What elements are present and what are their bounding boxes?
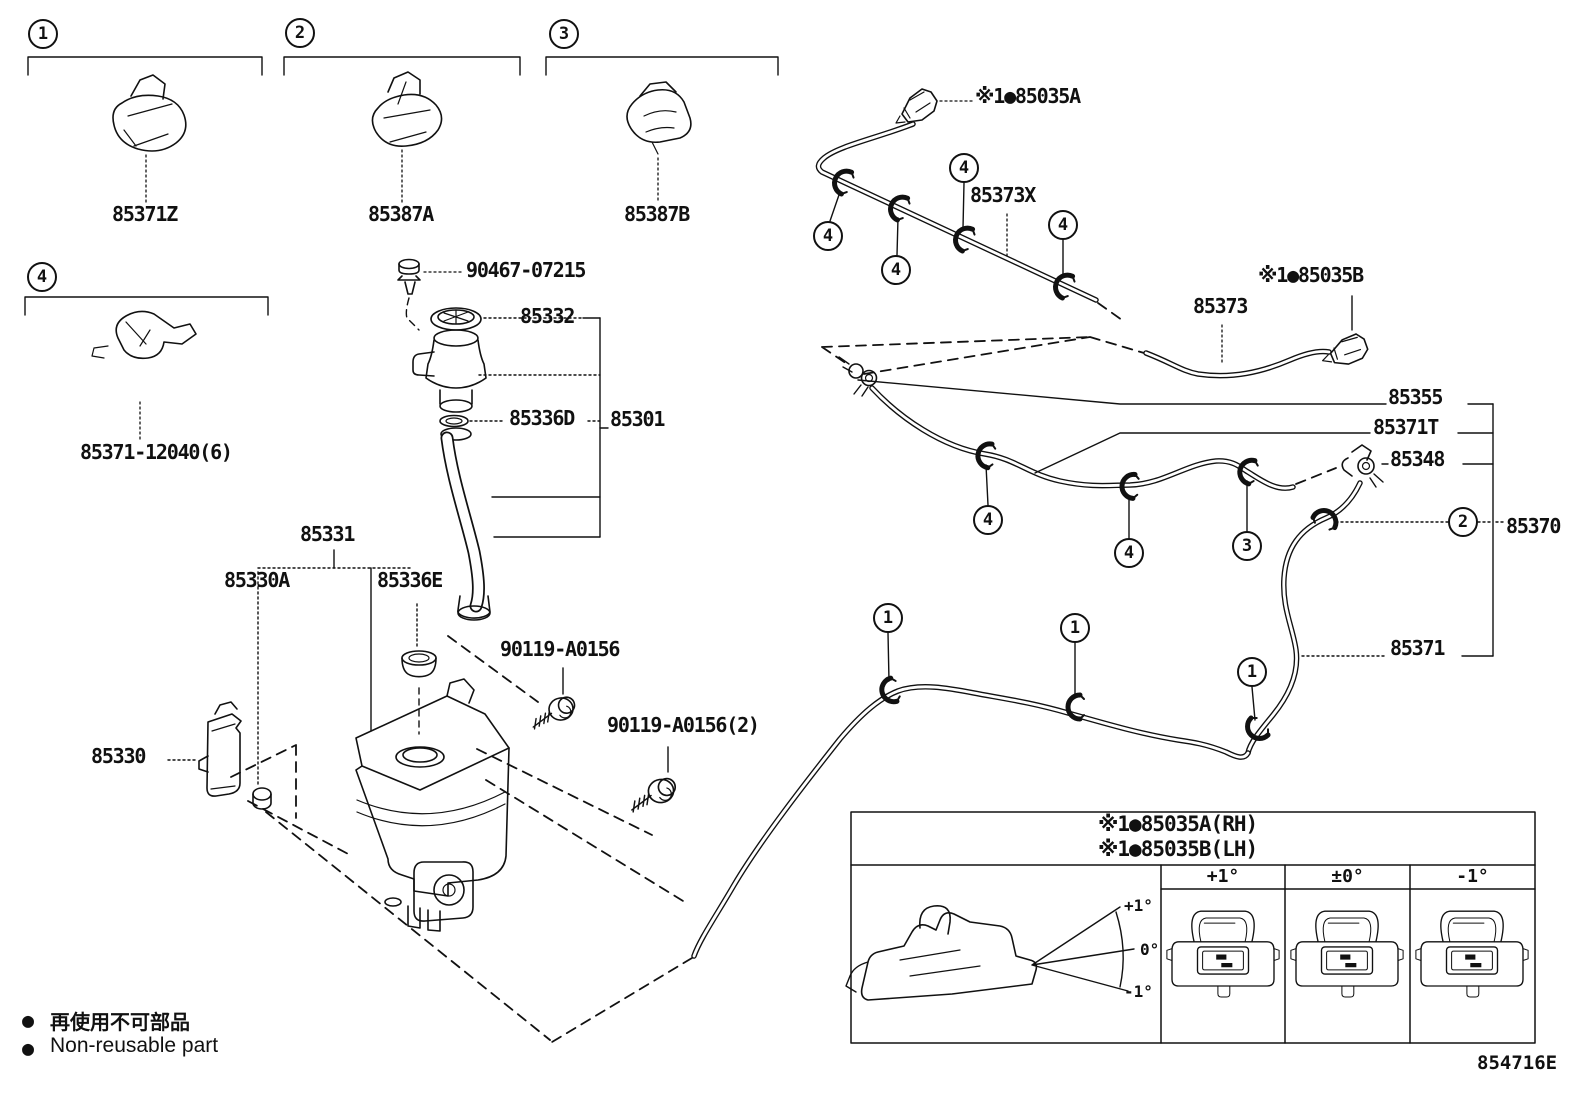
callout-section-3: 3 [549, 19, 579, 49]
callout-clip-4: 4 [1048, 210, 1078, 240]
part-label-85336E: 85336E [377, 568, 443, 592]
part-label-90119-A0156-2: 90119-A0156(2) [607, 713, 760, 737]
bracket-85331 [167, 549, 669, 787]
callout-leaders [829, 182, 1256, 721]
callout-clip-1: 1 [873, 603, 903, 633]
callout-clip-4: 4 [949, 153, 979, 183]
callout-clip-4: 4 [973, 505, 1003, 535]
hose-85373X-drawing [815, 88, 1099, 303]
part-label-85373: 85373 [1193, 294, 1248, 318]
part-label-85331: 85331 [300, 522, 355, 546]
nozzle-front-views [1166, 910, 1529, 998]
fan-angle-plus1: +1° [1124, 896, 1153, 915]
table-note-lh: ※1●85035B(LH) [1098, 837, 1258, 861]
table-column-minus1: -1° [1456, 866, 1489, 887]
part-label-85035B: ※1●85035B [1258, 263, 1364, 287]
part-label-85035A: ※1●85035A [975, 84, 1081, 108]
pin-clip-90467-drawing [397, 258, 463, 331]
callout-clip-4: 4 [813, 221, 843, 251]
part-label-85348: 85348 [1390, 447, 1445, 471]
hose-85373-drawing [1143, 295, 1372, 379]
clip-85387A-drawing [371, 71, 443, 203]
clip-85371Z-drawing [112, 74, 187, 203]
part-label-85371T: 85371T [1373, 415, 1439, 439]
grommet-85336E-drawing [401, 650, 437, 678]
section-brackets [24, 56, 779, 316]
part-label-85387A: 85387A [368, 202, 434, 226]
alignment-dashed-lines [230, 302, 1337, 1043]
callout-section-4: 4 [27, 262, 57, 292]
part-label-85371-12040: 85371-12040(6) [80, 440, 233, 464]
table-column-zero: ±0° [1331, 866, 1364, 887]
legend-text-en: Non-reusable part [50, 1034, 219, 1057]
part-label-85330: 85330 [91, 744, 146, 768]
fan-angle-zero: 0° [1140, 940, 1160, 959]
bracket-85301 [469, 317, 609, 538]
callout-section-2: 2 [285, 18, 315, 48]
washer-tank-drawing [355, 678, 510, 932]
right-label-leaders [857, 379, 1504, 657]
part-label-85336D: 85336D [509, 406, 575, 430]
callout-clip-4: 4 [1114, 538, 1144, 568]
part-label-85330A: 85330A [224, 568, 290, 592]
callout-clip-4: 4 [881, 255, 911, 285]
part-label-85371: 85371 [1390, 636, 1445, 660]
table-column-plus1: +1° [1206, 866, 1240, 887]
part-label-85387B: 85387B [624, 202, 690, 226]
hose-85371-drawing [691, 480, 1363, 959]
washer-pump-85330-drawing [198, 701, 272, 810]
clip-85387B-drawing [626, 81, 692, 203]
washer-inlet-85301-drawing [412, 307, 491, 621]
part-label-90119-A0156: 90119-A0156 [500, 637, 620, 661]
callout-section-1: 1 [28, 19, 58, 49]
callout-clip-3: 3 [1232, 531, 1262, 561]
nozzle-side-view-drawing [845, 905, 1135, 1001]
connector-85348-drawing [1341, 444, 1384, 488]
diagram-code: 854716E [1477, 1052, 1558, 1074]
bolt-90119-A0156-2-drawing [627, 776, 679, 813]
fan-angle-minus1: -1° [1124, 982, 1153, 1001]
legend-bullet-jp: ● [22, 1008, 35, 1032]
legend-bullet-en: ● [22, 1036, 35, 1060]
nozzle-table-grid [850, 811, 1536, 1044]
legend-text-jp: 再使用不可部品 [50, 1012, 190, 1034]
table-note-rh: ※1●85035A(RH) [1098, 812, 1258, 836]
part-label-85301: 85301 [610, 407, 665, 431]
callout-clip-2: 2 [1448, 507, 1478, 537]
hose-85371T-drawing [869, 385, 1296, 499]
part-label-90467-07215: 90467-07215 [466, 258, 586, 282]
nozzle-85371-12040-drawing [91, 310, 197, 441]
callout-clip-1: 1 [1237, 657, 1267, 687]
callout-clip-1: 1 [1060, 613, 1090, 643]
part-label-85355: 85355 [1388, 385, 1443, 409]
part-label-85373X: 85373X [970, 183, 1036, 207]
hose-joint-drawing [838, 356, 878, 397]
part-label-85332: 85332 [520, 304, 575, 328]
part-label-85371Z: 85371Z [112, 202, 178, 226]
part-label-85370: 85370 [1506, 514, 1561, 538]
